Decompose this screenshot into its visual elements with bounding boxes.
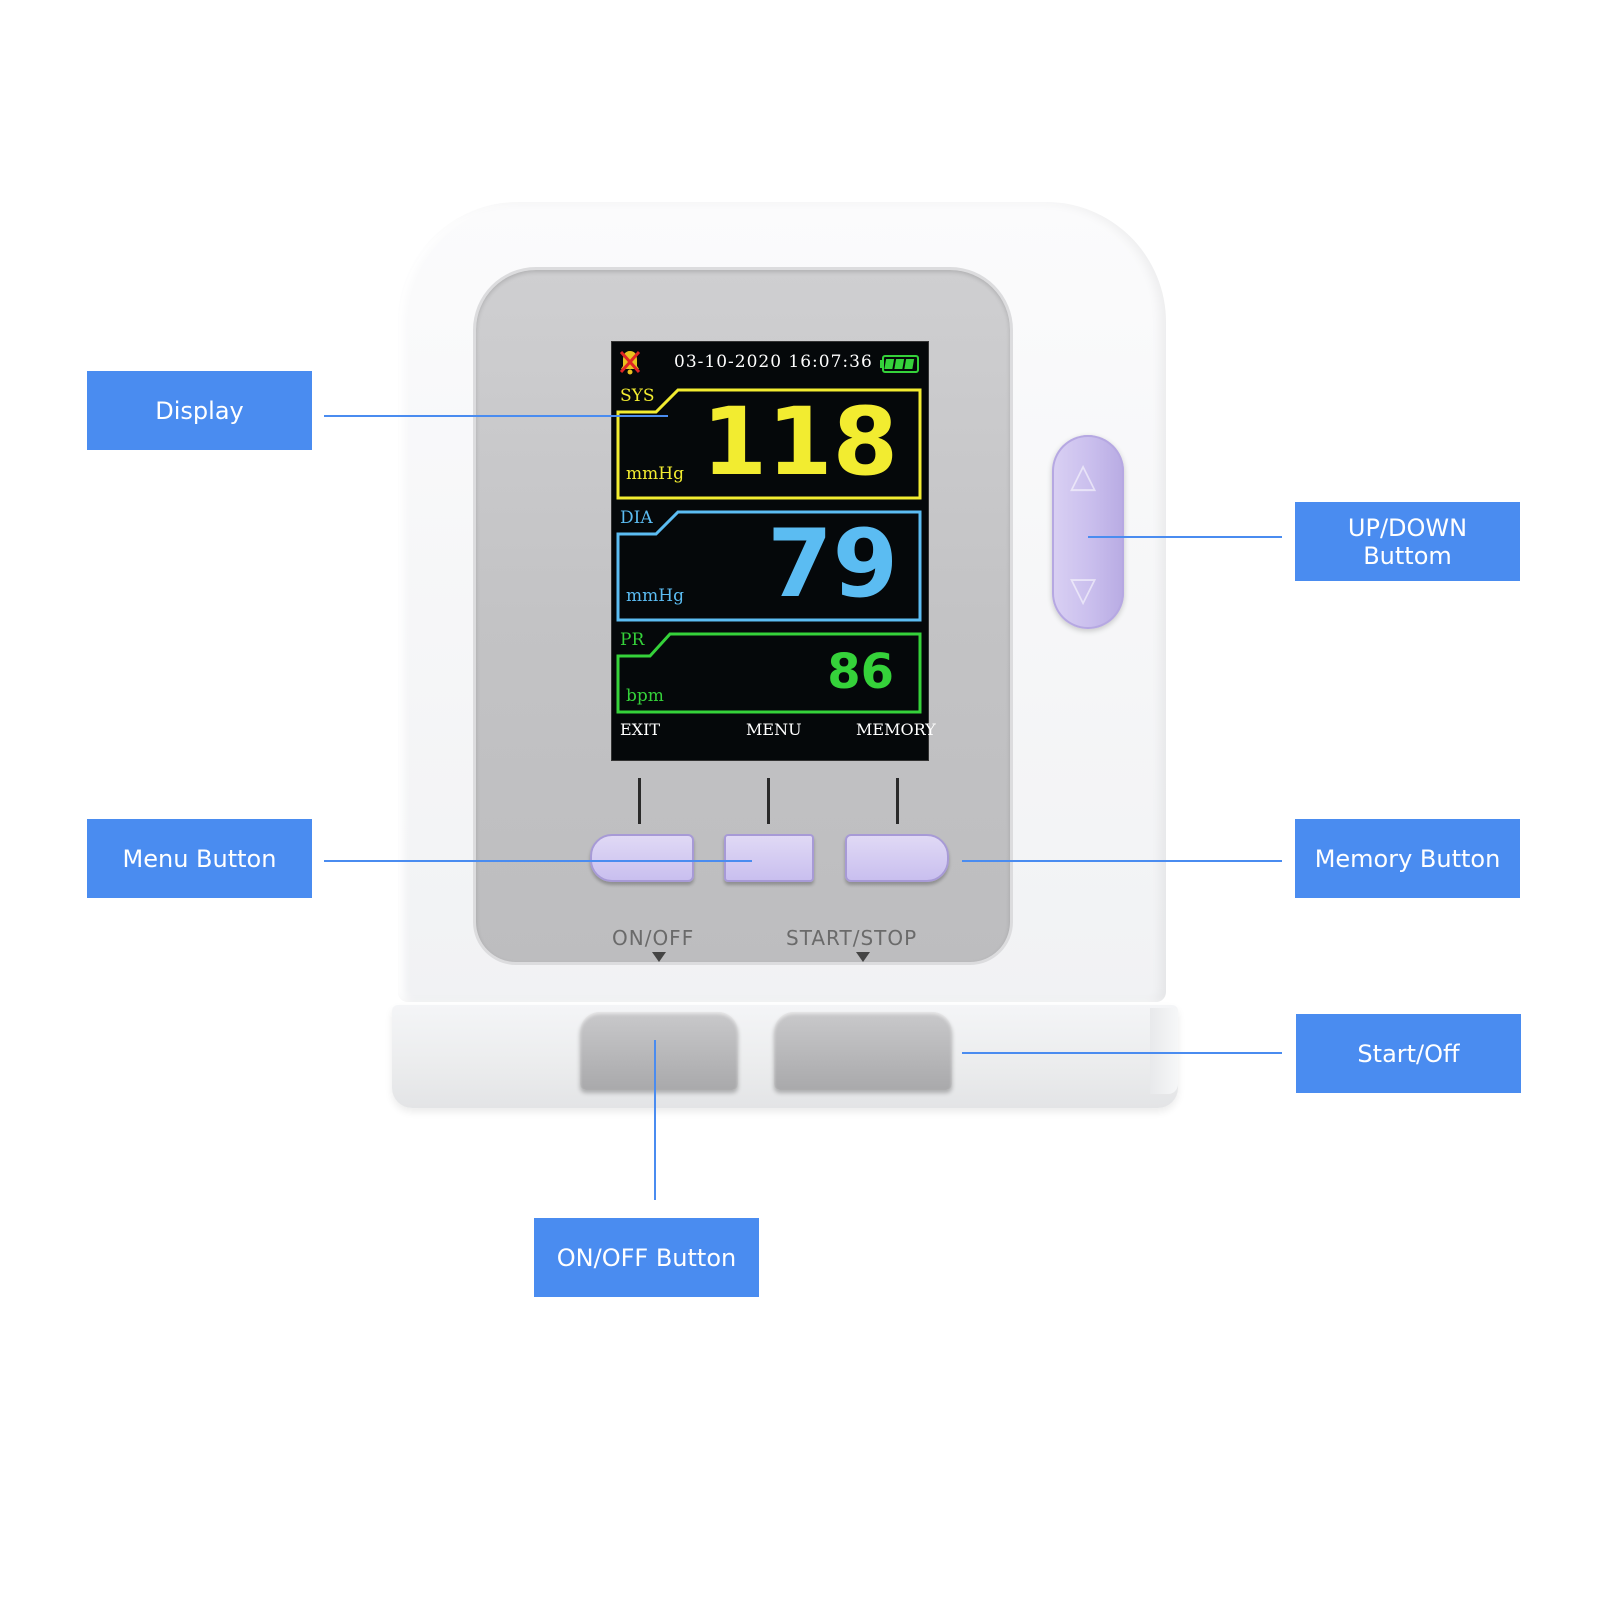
exit-button[interactable] — [590, 834, 694, 882]
leader-onoff-button — [654, 1040, 656, 1200]
sys-field: SYS mmHg 118 — [616, 386, 924, 502]
exit-tick — [638, 778, 641, 824]
dia-value: 79 — [767, 510, 898, 619]
startstop-caret-icon — [856, 952, 870, 962]
leader-start-off — [962, 1052, 1282, 1054]
pr-unit: bpm — [626, 686, 664, 706]
alarm-muted-icon — [619, 350, 641, 375]
softkey-menu-label: MENU — [746, 720, 802, 739]
pr-value: 86 — [827, 644, 894, 700]
onoff-panel-label: ON/OFF — [612, 926, 695, 950]
callout-menu-button: Menu Button — [87, 819, 312, 898]
menu-button[interactable] — [724, 834, 814, 882]
callout-updown-line2: Buttom — [1363, 541, 1452, 570]
up-arrow-icon: △ — [1070, 456, 1097, 496]
device-base-side — [1150, 1008, 1178, 1094]
softkey-memory-label: MEMORY — [856, 720, 936, 739]
callout-start-off: Start/Off — [1296, 1014, 1521, 1093]
pr-field: PR bpm 86 — [616, 630, 924, 716]
callout-updown-button: UP/DOWN Buttom — [1295, 502, 1520, 581]
battery-full-icon — [880, 355, 919, 373]
dia-field: DIA mmHg 79 — [616, 508, 924, 624]
onoff-caret-icon — [652, 952, 666, 962]
softkey-exit-label: EXIT — [620, 720, 661, 739]
callout-updown-line1: UP/DOWN — [1347, 513, 1468, 542]
leader-memory-button — [962, 860, 1282, 862]
updown-button[interactable] — [1052, 435, 1124, 629]
datetime: 03-10-2020 16:07:36 — [674, 352, 873, 372]
callout-onoff-button: ON/OFF Button — [534, 1218, 759, 1297]
sys-label: SYS — [620, 386, 655, 406]
menu-tick — [767, 778, 770, 824]
startstop-panel-label: START/STOP — [786, 926, 918, 950]
down-arrow-icon: ▽ — [1070, 570, 1097, 610]
memory-tick — [896, 778, 899, 824]
pr-label: PR — [620, 630, 645, 650]
callout-display: Display — [87, 371, 312, 450]
onoff-button[interactable] — [580, 1012, 738, 1090]
leader-menu-button — [324, 860, 752, 862]
display-screen: 03-10-2020 16:07:36 SYS mmHg 118 DIA mmH… — [611, 341, 936, 761]
sys-value: 118 — [701, 388, 898, 497]
start-stop-button[interactable] — [774, 1012, 952, 1090]
dia-unit: mmHg — [626, 586, 684, 606]
memory-button[interactable] — [845, 834, 949, 882]
dia-label: DIA — [620, 508, 653, 528]
sys-unit: mmHg — [626, 464, 684, 484]
callout-memory-button: Memory Button — [1295, 819, 1520, 898]
leader-display — [324, 415, 668, 417]
leader-updown-button — [1088, 536, 1282, 538]
